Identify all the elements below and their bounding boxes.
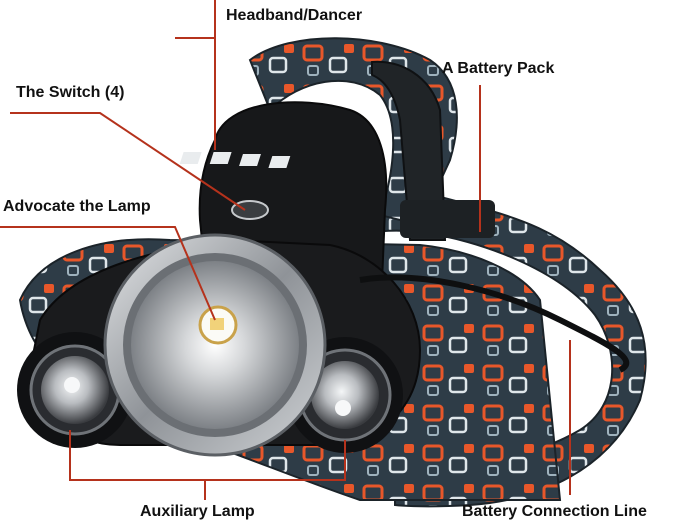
battery-pack-body (400, 200, 495, 238)
switch-label: The Switch (4) (16, 84, 125, 101)
leader-switch (10, 112, 246, 211)
leader-auxiliary (69, 430, 346, 481)
battery-pack-label: A Battery Pack (442, 60, 555, 77)
rear-headband (299, 185, 647, 508)
left-auxiliary-lamp (17, 332, 133, 448)
bracket-vents (179, 152, 291, 168)
leader-lines (0, 0, 571, 500)
advocate-lamp-label: Advocate the Lamp (3, 198, 151, 215)
battery-cable (359, 274, 630, 373)
main-lamp (103, 233, 327, 457)
switch-button (231, 200, 269, 220)
leader-headband (175, 0, 216, 39)
battery-line-label: Battery Connection Line (462, 503, 647, 520)
battery-pack (371, 60, 447, 241)
headband-label: Headband/Dancer (226, 7, 363, 24)
auxiliary-lamp-label: Auxiliary Lamp (140, 503, 255, 520)
leader-advocate (0, 226, 216, 321)
